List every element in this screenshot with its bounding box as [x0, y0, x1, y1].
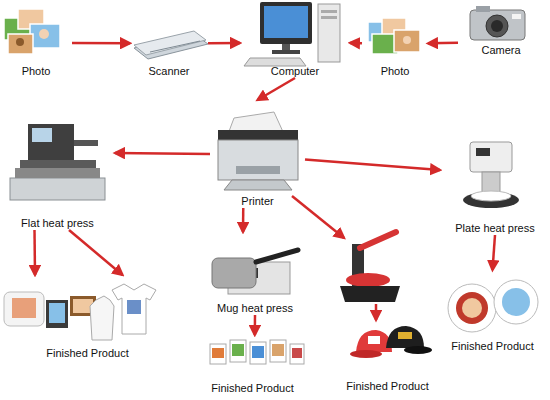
device-node: Photo — [362, 15, 428, 78]
device-node: Finished Product — [0, 275, 175, 360]
camera-icon — [470, 6, 525, 40]
flat-heat-press-icon — [10, 124, 105, 200]
device-label: Mug heat press — [217, 302, 293, 315]
flow-arrow — [72, 42, 130, 45]
flow-arrow — [493, 235, 496, 270]
device-label: Finished Product — [46, 347, 129, 360]
flow-arrow — [242, 208, 245, 232]
device-label: Plate heat press — [455, 222, 535, 235]
device-label: Photo — [381, 65, 410, 78]
device-node: Finished Product — [195, 335, 310, 395]
flow-arrow — [254, 315, 257, 335]
pillow-tshirt-products — [4, 284, 156, 340]
flow-arrow — [305, 159, 440, 170]
device-label: Finished Product — [346, 380, 429, 393]
printer-icon — [218, 112, 298, 190]
flow-arrow — [258, 78, 296, 100]
scanner-icon — [134, 31, 208, 59]
flow-arrow — [292, 196, 344, 238]
device-label: Scanner — [149, 65, 190, 78]
flow-arrow — [428, 42, 458, 45]
plate-heat-press-icon — [463, 142, 519, 208]
flow-arrow — [208, 42, 240, 45]
flow-arrow — [69, 230, 123, 275]
flow-arrow — [33, 230, 36, 275]
device-label: Flat heat press — [21, 217, 94, 230]
photo-stack — [368, 18, 420, 54]
photo-stack — [4, 9, 60, 54]
device-label: Printer — [241, 195, 273, 208]
device-node: Camera — [458, 0, 544, 57]
computer-icon — [244, 2, 340, 66]
device-node: Plate heat press — [440, 135, 550, 235]
device-node: Finished Product — [340, 318, 435, 393]
flow-arrow — [115, 153, 210, 154]
plate-products — [448, 280, 538, 332]
device-node: Photo — [0, 8, 72, 78]
cap-products — [350, 326, 432, 358]
device-label: Finished Product — [451, 340, 534, 353]
device-label: Camera — [481, 44, 520, 57]
flow-arrow — [350, 42, 362, 45]
flow-arrow — [375, 304, 378, 320]
device-label: Computer — [271, 65, 319, 78]
cap-heat-press-icon — [340, 232, 400, 302]
device-node: Printer — [210, 100, 305, 208]
device-node: Scanner — [130, 20, 208, 78]
mug-heat-press-icon — [212, 250, 298, 294]
device-node: Mug heat press — [205, 232, 305, 315]
device-node: Flat heat press — [0, 120, 115, 230]
mug-products — [210, 340, 304, 364]
device-node: Computer — [240, 0, 350, 78]
device-label: Finished Product — [211, 382, 294, 395]
device-node: Finished Product — [440, 270, 545, 353]
device-label: Photo — [22, 65, 51, 78]
